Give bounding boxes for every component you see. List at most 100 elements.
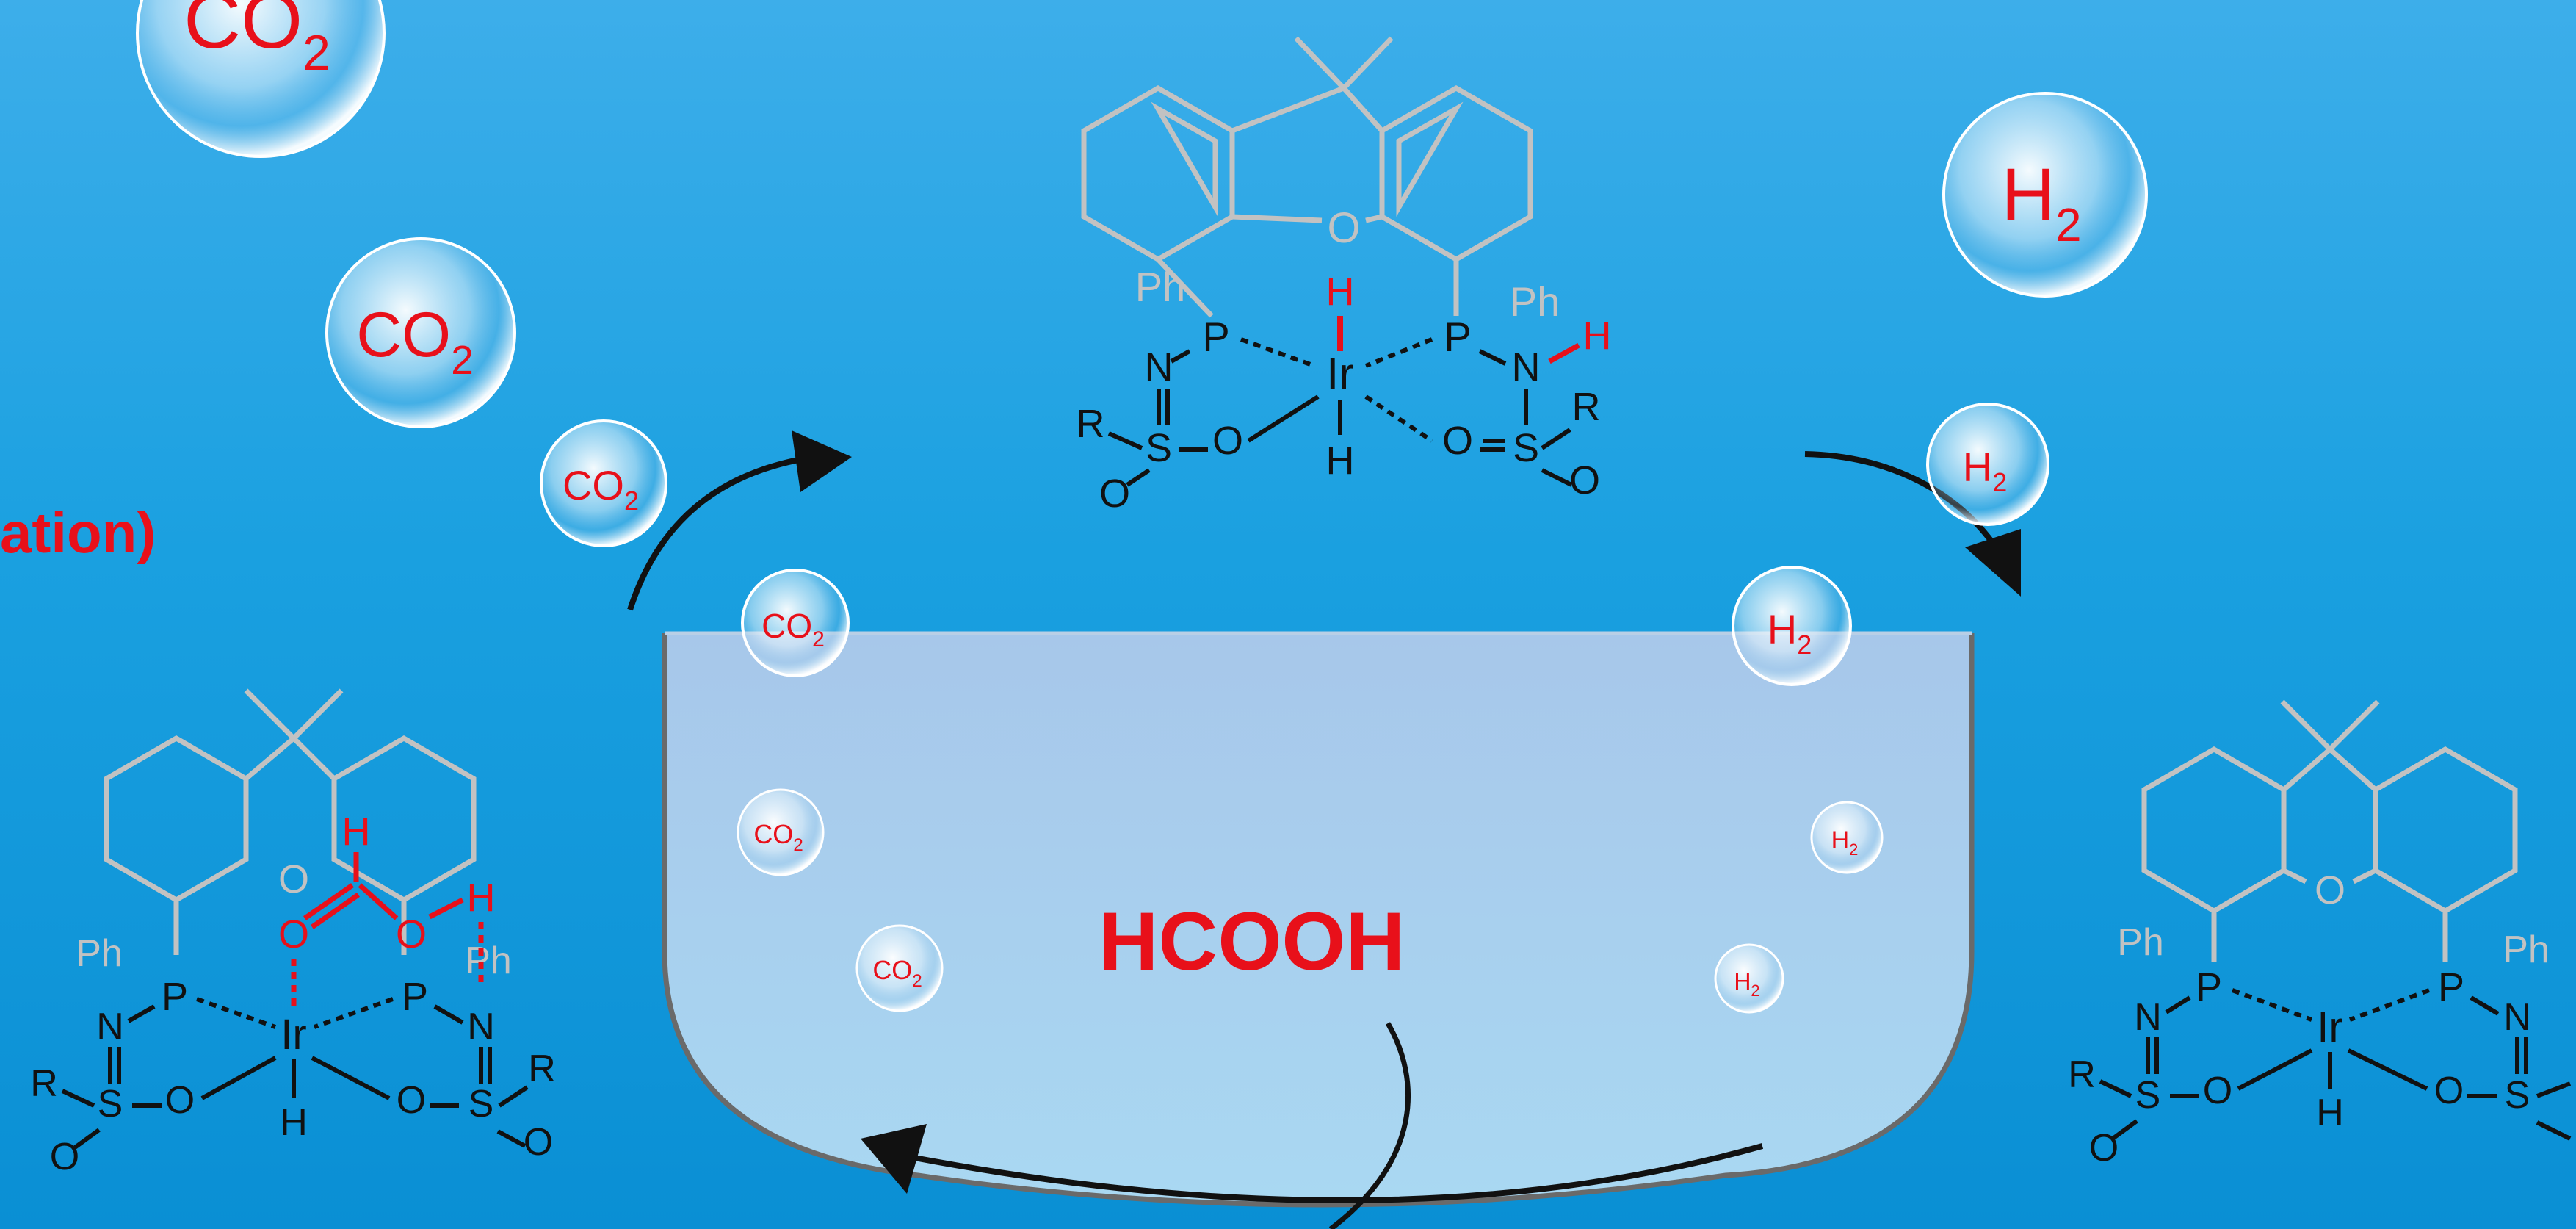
nitrogen-right: N	[2503, 996, 2531, 1039]
oxygen-left-terminal: O	[50, 1136, 79, 1178]
phosphorus-right: P	[402, 975, 428, 1019]
oxygen-right-terminal: O	[524, 1121, 553, 1164]
oxygen-left-ir: O	[1212, 419, 1243, 463]
sulfur-right: S	[2505, 1074, 2530, 1117]
phenyl-label-right: Ph	[465, 940, 512, 982]
hydride-top: H	[1326, 270, 1355, 314]
phenyl-label-right: Ph	[1510, 278, 1560, 325]
beaker-rim	[662, 633, 1975, 1208]
arrow-bottom-head	[861, 1124, 927, 1194]
arrow-left-up	[627, 454, 816, 611]
svg-text:CO2: CO2	[356, 300, 474, 383]
cycle-arrows	[627, 430, 2021, 1229]
svg-text:CO2: CO2	[872, 955, 922, 991]
oxygen-right-terminal: O	[1569, 458, 1600, 502]
bubble-co2-large-1: CO2	[136, 0, 386, 158]
svg-text:H2: H2	[1768, 606, 1812, 660]
svg-text:H2: H2	[2001, 153, 2081, 251]
oxygen-right-ir: O	[2434, 1070, 2464, 1112]
nh-bond	[1548, 342, 1580, 364]
phosphorus-left: P	[1202, 314, 1229, 360]
bridge-oxygen: O	[278, 857, 309, 901]
svg-text:CO2: CO2	[562, 462, 639, 516]
formate-o-right: O	[396, 912, 427, 956]
nh-hydrogen: H	[1583, 314, 1612, 358]
svg-text:CO2: CO2	[184, 0, 330, 81]
bubble-h2-rim: H2	[1732, 566, 1852, 686]
hydride-bottom: H	[2316, 1092, 2344, 1134]
oxygen-left-ir: O	[165, 1079, 195, 1122]
complex-right: O Ph Ph P P Ir H N N S S O O O R	[2068, 699, 2572, 1169]
nitrogen-left: N	[1145, 345, 1173, 389]
oxygen-right-ir: O	[1442, 419, 1473, 463]
phosphorus-right: P	[1444, 314, 1471, 360]
bubble-co2-medium: CO2	[540, 419, 667, 547]
nitrogen-left: N	[2134, 996, 2162, 1039]
bubble-co2-rim: CO2	[741, 569, 850, 677]
hydride-bottom: H	[1326, 439, 1355, 483]
iridium-center: Ir	[281, 1011, 306, 1059]
nitrogen-right: N	[1512, 345, 1541, 389]
xanthene-backbone	[1081, 36, 1533, 318]
arrow-right-down-head	[1965, 529, 2021, 597]
bubble-h2-medium: H2	[1926, 403, 2049, 526]
bridge-oxygen: O	[2315, 868, 2345, 912]
complex-top: O Ph Ph P P Ir H H N N H S S O O O O R R	[1077, 36, 1612, 516]
arrow-from-hcooh	[1328, 1022, 1411, 1229]
r-group-right: R	[1572, 385, 1601, 429]
xanthene-backbone	[2141, 699, 2518, 962]
svg-text:H2: H2	[1734, 968, 1759, 1000]
bubble-co2-inside-2: CO2	[855, 924, 944, 1012]
phenyl-label-left: Ph	[1135, 264, 1186, 310]
beaker-body	[665, 633, 1972, 1205]
bonds	[61, 997, 529, 1150]
sulfur-left: S	[1146, 426, 1172, 470]
beaker-label: HCOOH	[1099, 895, 1405, 987]
side-label-fragment: ation)	[0, 500, 156, 565]
bubble-h2-inside-1: H2	[1810, 801, 1884, 874]
phenyl-label-left: Ph	[76, 932, 123, 975]
complex-left: O Ph Ph H O O H P P Ir H N N S S	[30, 688, 556, 1178]
beaker: HCOOH	[662, 631, 1975, 1208]
formate-o-left: O	[278, 912, 309, 956]
arrow-left-up-head	[792, 430, 852, 492]
arrow-right-down	[1804, 451, 2000, 552]
phenyl-label-left: Ph	[2117, 921, 2164, 964]
formate-oh-h: H	[467, 876, 496, 920]
r-group-left: R	[1077, 402, 1105, 446]
iridium-center: Ir	[2317, 1003, 2342, 1051]
sulfur-right: S	[1513, 426, 1539, 470]
svg-text:CO2: CO2	[761, 607, 825, 652]
bubble-co2-inside-1: CO2	[737, 788, 825, 876]
svg-text:CO2: CO2	[753, 819, 803, 855]
nitrogen-left: N	[96, 1006, 124, 1048]
svg-text:H2: H2	[1831, 826, 1859, 859]
phosphorus-left: P	[2196, 965, 2222, 1009]
oxygen-left-terminal: O	[1099, 472, 1130, 516]
bubble-co2-large-2: CO2	[325, 237, 516, 428]
bubble-h2-inside-2: H2	[1714, 943, 1784, 1014]
sulfur-left: S	[98, 1083, 123, 1125]
r-group-right: R	[528, 1048, 556, 1090]
nitrogen-right: N	[467, 1006, 495, 1048]
bonds	[1107, 337, 1573, 487]
phenyl-label-right: Ph	[2503, 929, 2550, 971]
sulfur-right: S	[468, 1083, 494, 1125]
bridge-oxygen: O	[1327, 204, 1360, 252]
phosphorus-left: P	[162, 975, 188, 1019]
bubble-h2-large: H2	[1942, 92, 2148, 298]
oxygen-right-ir: O	[397, 1079, 426, 1122]
r-group-left: R	[2068, 1053, 2096, 1096]
oxygen-left-terminal: O	[2089, 1127, 2119, 1169]
r-group-left: R	[30, 1062, 58, 1105]
bubbles: CO2 CO2 CO2 CO2 CO2 CO2	[136, 0, 2148, 1014]
svg-text:H2: H2	[1963, 444, 2007, 497]
oxygen-left-ir: O	[2203, 1070, 2232, 1112]
iridium-center: Ir	[1326, 349, 1354, 400]
formate-bonds	[291, 852, 484, 1010]
hydride-bottom: H	[280, 1101, 308, 1144]
sulfur-left: S	[2135, 1074, 2161, 1117]
formate-h: H	[342, 810, 371, 854]
